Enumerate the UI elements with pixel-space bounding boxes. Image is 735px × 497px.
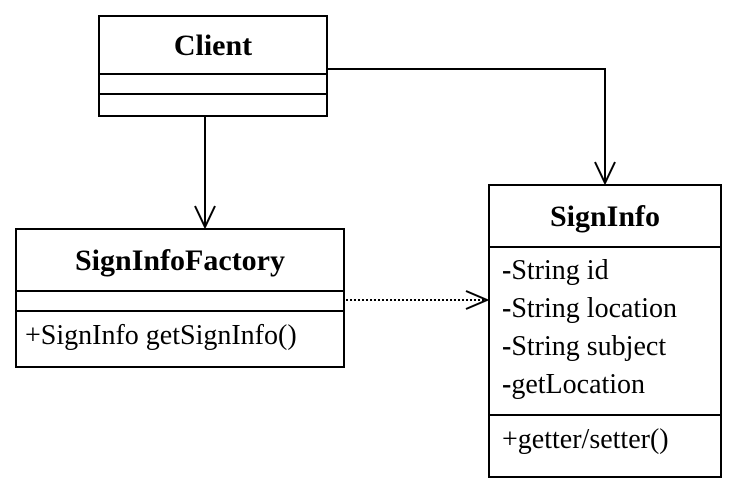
class-client-attributes <box>100 75 326 95</box>
client-to-factory-association <box>194 117 216 230</box>
class-signinfo: SignInfo -String id -String location -St… <box>488 184 722 478</box>
class-signinfo-name: SignInfo <box>490 186 720 248</box>
class-signinfofactory: SignInfoFactory +SignInfo getSignInfo() <box>15 228 345 368</box>
attribute-visibility: - <box>502 331 512 362</box>
factory-to-signinfo-arrowhead <box>465 290 490 310</box>
operation-visibility: + <box>502 424 518 455</box>
class-signinfofactory-operations: +SignInfo getSignInfo() <box>17 312 343 354</box>
attribute-location: -String location <box>502 290 720 328</box>
attribute-text: getLocation <box>511 369 646 400</box>
class-client-operations <box>100 95 326 115</box>
client-to-signinfo-association <box>328 68 616 186</box>
operation-visibility: + <box>25 320 41 351</box>
client-to-signinfo-line <box>328 68 606 182</box>
attribute-text: String location <box>511 293 677 324</box>
class-client: Client <box>98 15 328 117</box>
class-signinfofactory-name: SignInfoFactory <box>17 230 343 292</box>
client-to-factory-arrowhead <box>194 205 216 230</box>
operation-signature: getter/setter() <box>517 424 669 455</box>
attribute-visibility: - <box>502 293 512 324</box>
factory-to-signinfo-dependency <box>346 290 490 310</box>
attribute-visibility: - <box>502 255 512 286</box>
attribute-text: String subject <box>511 331 667 362</box>
class-client-name: Client <box>100 17 326 75</box>
class-signinfo-attributes: -String id -String location -String subj… <box>490 248 720 416</box>
operation-getsigninfo: +SignInfo getSignInfo() <box>25 318 343 354</box>
attribute-text: String id <box>511 255 609 286</box>
attribute-visibility: - <box>502 369 512 400</box>
operation-getter-setter: +getter/setter() <box>502 422 720 458</box>
attribute-subject: -String subject <box>502 328 720 366</box>
operation-signature: SignInfo getSignInfo() <box>40 320 297 351</box>
class-signinfo-operations: +getter/setter() <box>490 416 720 458</box>
class-signinfofactory-attributes <box>17 292 343 312</box>
attribute-id: -String id <box>502 252 720 290</box>
client-to-signinfo-arrowhead <box>594 161 616 186</box>
attribute-getlocation: -getLocation <box>502 366 720 404</box>
